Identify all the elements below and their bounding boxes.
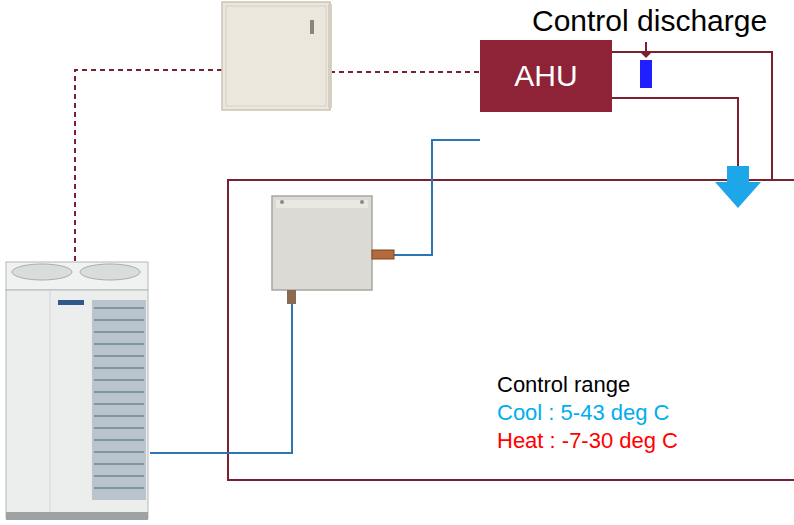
control-wire: [75, 70, 222, 266]
refrigerant-pipe: [150, 300, 292, 453]
discharge-sensor: [640, 60, 652, 88]
control-wire: [330, 71, 480, 73]
valve-kit-box: [272, 196, 394, 304]
node-label: AHU: [514, 59, 577, 94]
range-heading: Control range: [497, 372, 630, 397]
leader-arrowhead: [640, 52, 652, 58]
callout-title: Control discharge: [532, 4, 767, 39]
outdoor-unit: [6, 262, 148, 520]
supply-air-arrow: [715, 166, 761, 208]
refrigerant-pipe: [392, 140, 480, 255]
cool-range: Cool : 5-43 deg C: [497, 400, 669, 425]
heat-range: Heat : -7-30 deg C: [497, 428, 678, 453]
leader-line: [645, 42, 647, 53]
room-outline: [228, 180, 794, 480]
control-cabinet: [222, 2, 332, 110]
return-duct-line: [612, 52, 772, 180]
supply-duct-line: [612, 98, 738, 168]
ahu-box: AHU: [480, 40, 612, 112]
